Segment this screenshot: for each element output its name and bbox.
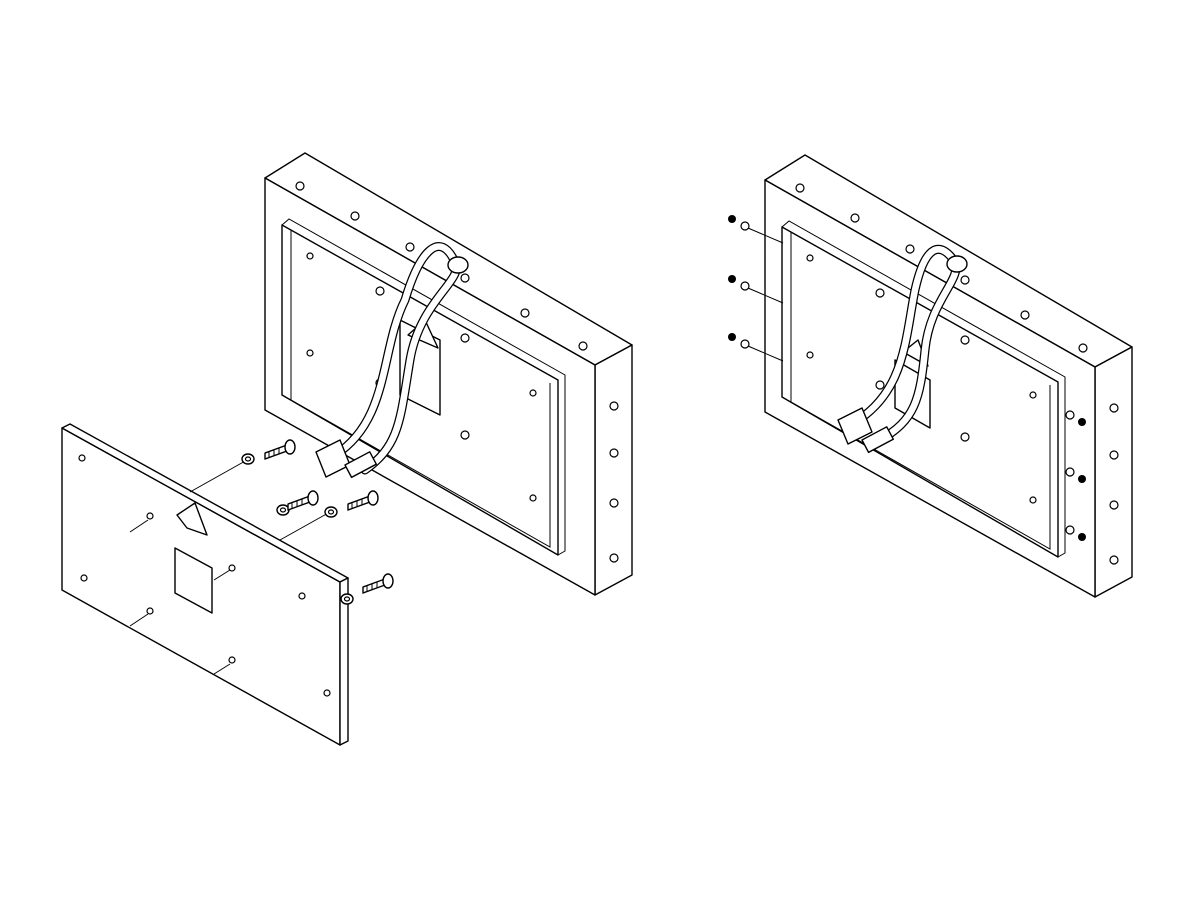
cable-harness-right [837,244,968,454]
screw-icon [264,439,296,460]
screw-icon [362,573,394,594]
washer-icon [324,506,338,518]
screw-icon [728,333,750,349]
screw-icon [728,215,750,231]
plate-triangle [176,502,208,536]
screw-icon [347,490,379,511]
enclosure-right [764,154,1133,598]
screw-icon [1065,467,1086,483]
plate-square [174,547,213,614]
screw-icon [287,490,319,511]
assembled-view [728,154,1133,598]
screw-icon [728,275,750,291]
washer-icon [241,453,255,465]
screw-icon [1065,410,1086,426]
enclosure-left [264,152,633,596]
grommet [447,256,469,274]
fasteners [189,439,394,605]
round-connector [344,451,377,479]
washer-icon [340,593,354,605]
screws-right [728,215,1086,541]
washer-icon [276,504,290,516]
exploded-view [61,152,633,746]
screw-icon [1065,525,1086,541]
cable-harness [315,242,469,479]
mounting-plate [61,423,349,746]
